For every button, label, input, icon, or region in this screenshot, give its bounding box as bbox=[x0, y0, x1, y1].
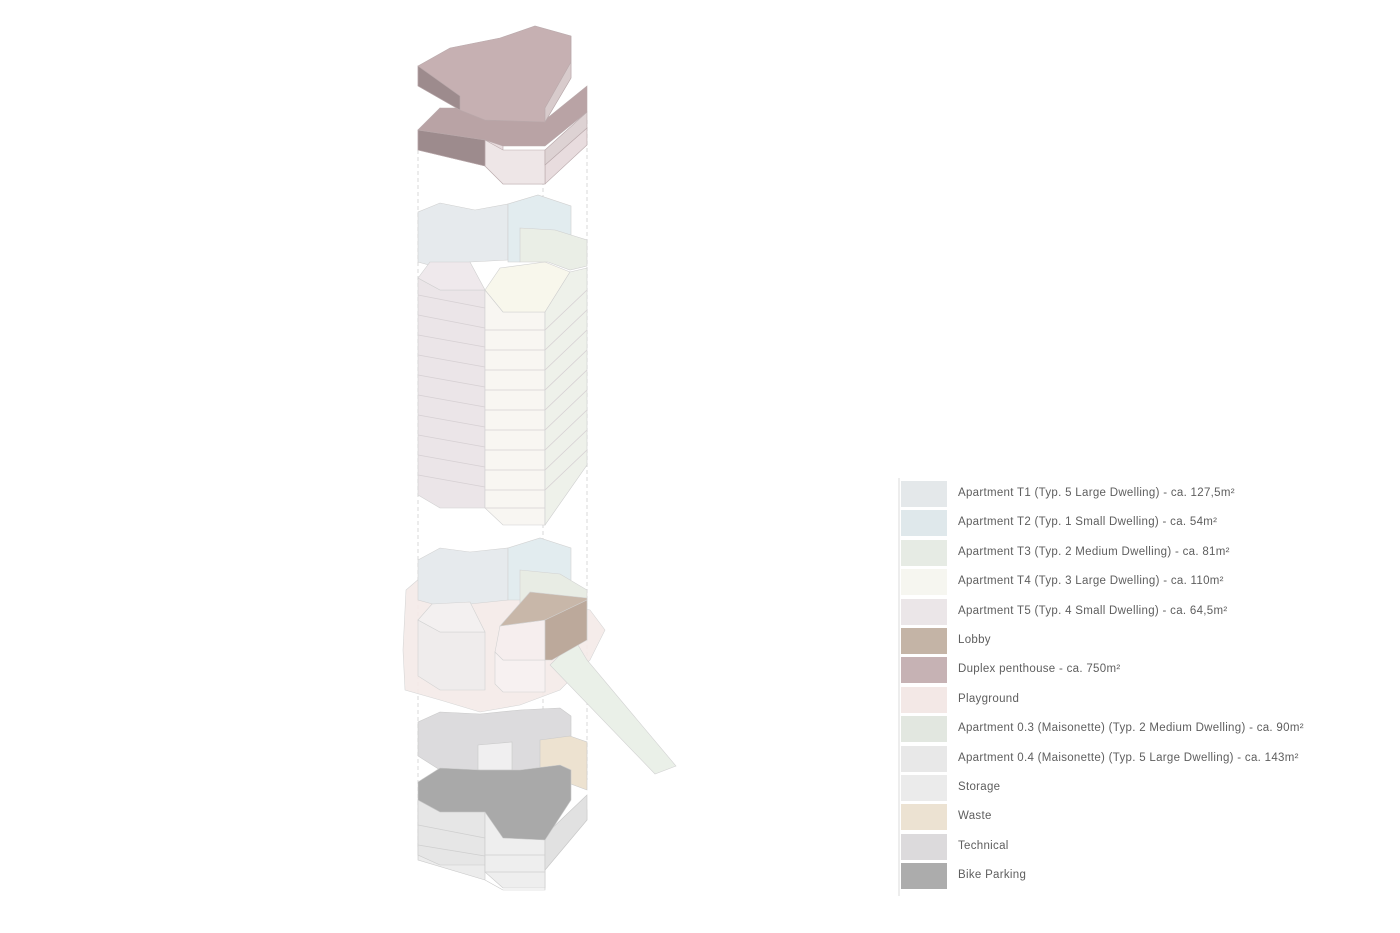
legend-label: Apartment 0.3 (Maisonette) (Typ. 2 Mediu… bbox=[958, 722, 1304, 735]
technical-inner-block bbox=[477, 741, 513, 771]
legend-label: Playground bbox=[958, 692, 1020, 705]
legend-label: Technical bbox=[958, 839, 1009, 852]
legend-label: Storage bbox=[958, 780, 1001, 793]
legend-swatch bbox=[901, 716, 947, 743]
legend-swatch bbox=[901, 774, 947, 801]
legend-swatch bbox=[901, 833, 947, 860]
legend-item: Apartment T4 (Typ. 3 Large Dwelling) - c… bbox=[898, 566, 1378, 596]
penthouse-layer bbox=[417, 25, 588, 185]
basement-right-wall bbox=[544, 794, 588, 871]
legend-item: Apartment T5 (Typ. 4 Small Dwelling) - c… bbox=[898, 596, 1378, 625]
ground-mid-top bbox=[494, 619, 546, 661]
legend-swatch bbox=[901, 598, 947, 625]
bike-parking-slab bbox=[417, 764, 572, 841]
legend-item: Apartment T3 (Typ. 2 Medium Dwelling) - … bbox=[898, 537, 1378, 566]
legend-swatch bbox=[901, 745, 947, 772]
penthouse-front-wall bbox=[484, 139, 546, 185]
legend-rail bbox=[898, 478, 900, 896]
ground-left-top bbox=[417, 601, 486, 633]
penthouse-upper-right bbox=[544, 36, 572, 124]
legend-label: Apartment T3 (Typ. 2 Medium Dwelling) - … bbox=[958, 545, 1230, 558]
penthouse-upper-side bbox=[417, 65, 461, 111]
legend-item: Apartment T2 (Typ. 1 Small Dwelling) - c… bbox=[898, 507, 1378, 537]
legend-label: Apartment T4 (Typ. 3 Large Dwelling) - c… bbox=[958, 575, 1224, 588]
legend-item: Lobby bbox=[898, 625, 1378, 654]
legend-label: Waste bbox=[958, 810, 992, 823]
legend-swatch bbox=[901, 686, 947, 713]
basement-floor-lines bbox=[417, 824, 545, 873]
legend-item: Technical bbox=[898, 831, 1378, 860]
legend-swatch bbox=[901, 481, 947, 507]
lobby-front bbox=[544, 599, 588, 661]
legend-item: Apartment 0.3 (Maisonette) (Typ. 2 Mediu… bbox=[898, 713, 1378, 743]
legend-item: Duplex penthouse - ca. 750m² bbox=[898, 654, 1378, 684]
legend-label: Lobby bbox=[958, 633, 991, 646]
legend-item: Apartment T1 (Typ. 5 Large Dwelling) - c… bbox=[898, 478, 1378, 507]
legend-item: Playground bbox=[898, 684, 1378, 713]
legend-label: Bike Parking bbox=[958, 869, 1027, 882]
typical-floor-plan-t3 bbox=[519, 227, 588, 271]
legend-item: Waste bbox=[898, 801, 1378, 831]
legend-swatch bbox=[901, 569, 947, 596]
basement-layer bbox=[417, 707, 588, 891]
legend-swatch bbox=[901, 510, 947, 537]
legend-label: Apartment T5 (Typ. 4 Small Dwelling) - c… bbox=[958, 604, 1228, 617]
legend-label: Apartment T2 (Typ. 1 Small Dwelling) - c… bbox=[958, 516, 1218, 529]
legend-swatch bbox=[901, 657, 947, 684]
legend-swatch bbox=[901, 539, 947, 566]
tower-left-front bbox=[417, 277, 486, 509]
legend: Apartment T1 (Typ. 5 Large Dwelling) - c… bbox=[898, 478, 1378, 890]
legend-label: Apartment T1 (Typ. 5 Large Dwelling) - c… bbox=[958, 487, 1235, 499]
legend-item: Storage bbox=[898, 772, 1378, 801]
tower-floor-lines bbox=[417, 289, 588, 509]
legend-swatch bbox=[901, 863, 947, 890]
penthouse-roof-lower bbox=[417, 85, 588, 147]
technical-plan bbox=[417, 707, 572, 776]
penthouse-side-right bbox=[544, 111, 588, 166]
ground-floor-plan-t1 bbox=[417, 547, 509, 607]
legend-label: Apartment 0.4 (Maisonette) (Typ. 5 Large… bbox=[958, 751, 1299, 764]
ground-floor-layer bbox=[402, 537, 677, 775]
legend-label: Duplex penthouse - ca. 750m² bbox=[958, 663, 1121, 676]
legend-swatch bbox=[901, 627, 947, 654]
tower-left-top bbox=[417, 261, 486, 291]
typical-floors-layer bbox=[417, 194, 588, 526]
legend-item: Apartment 0.4 (Maisonette) (Typ. 5 Large… bbox=[898, 743, 1378, 772]
typical-floor-plan-t1 bbox=[417, 202, 509, 269]
legend-swatch bbox=[901, 804, 947, 831]
legend-item: Bike Parking bbox=[898, 860, 1378, 890]
